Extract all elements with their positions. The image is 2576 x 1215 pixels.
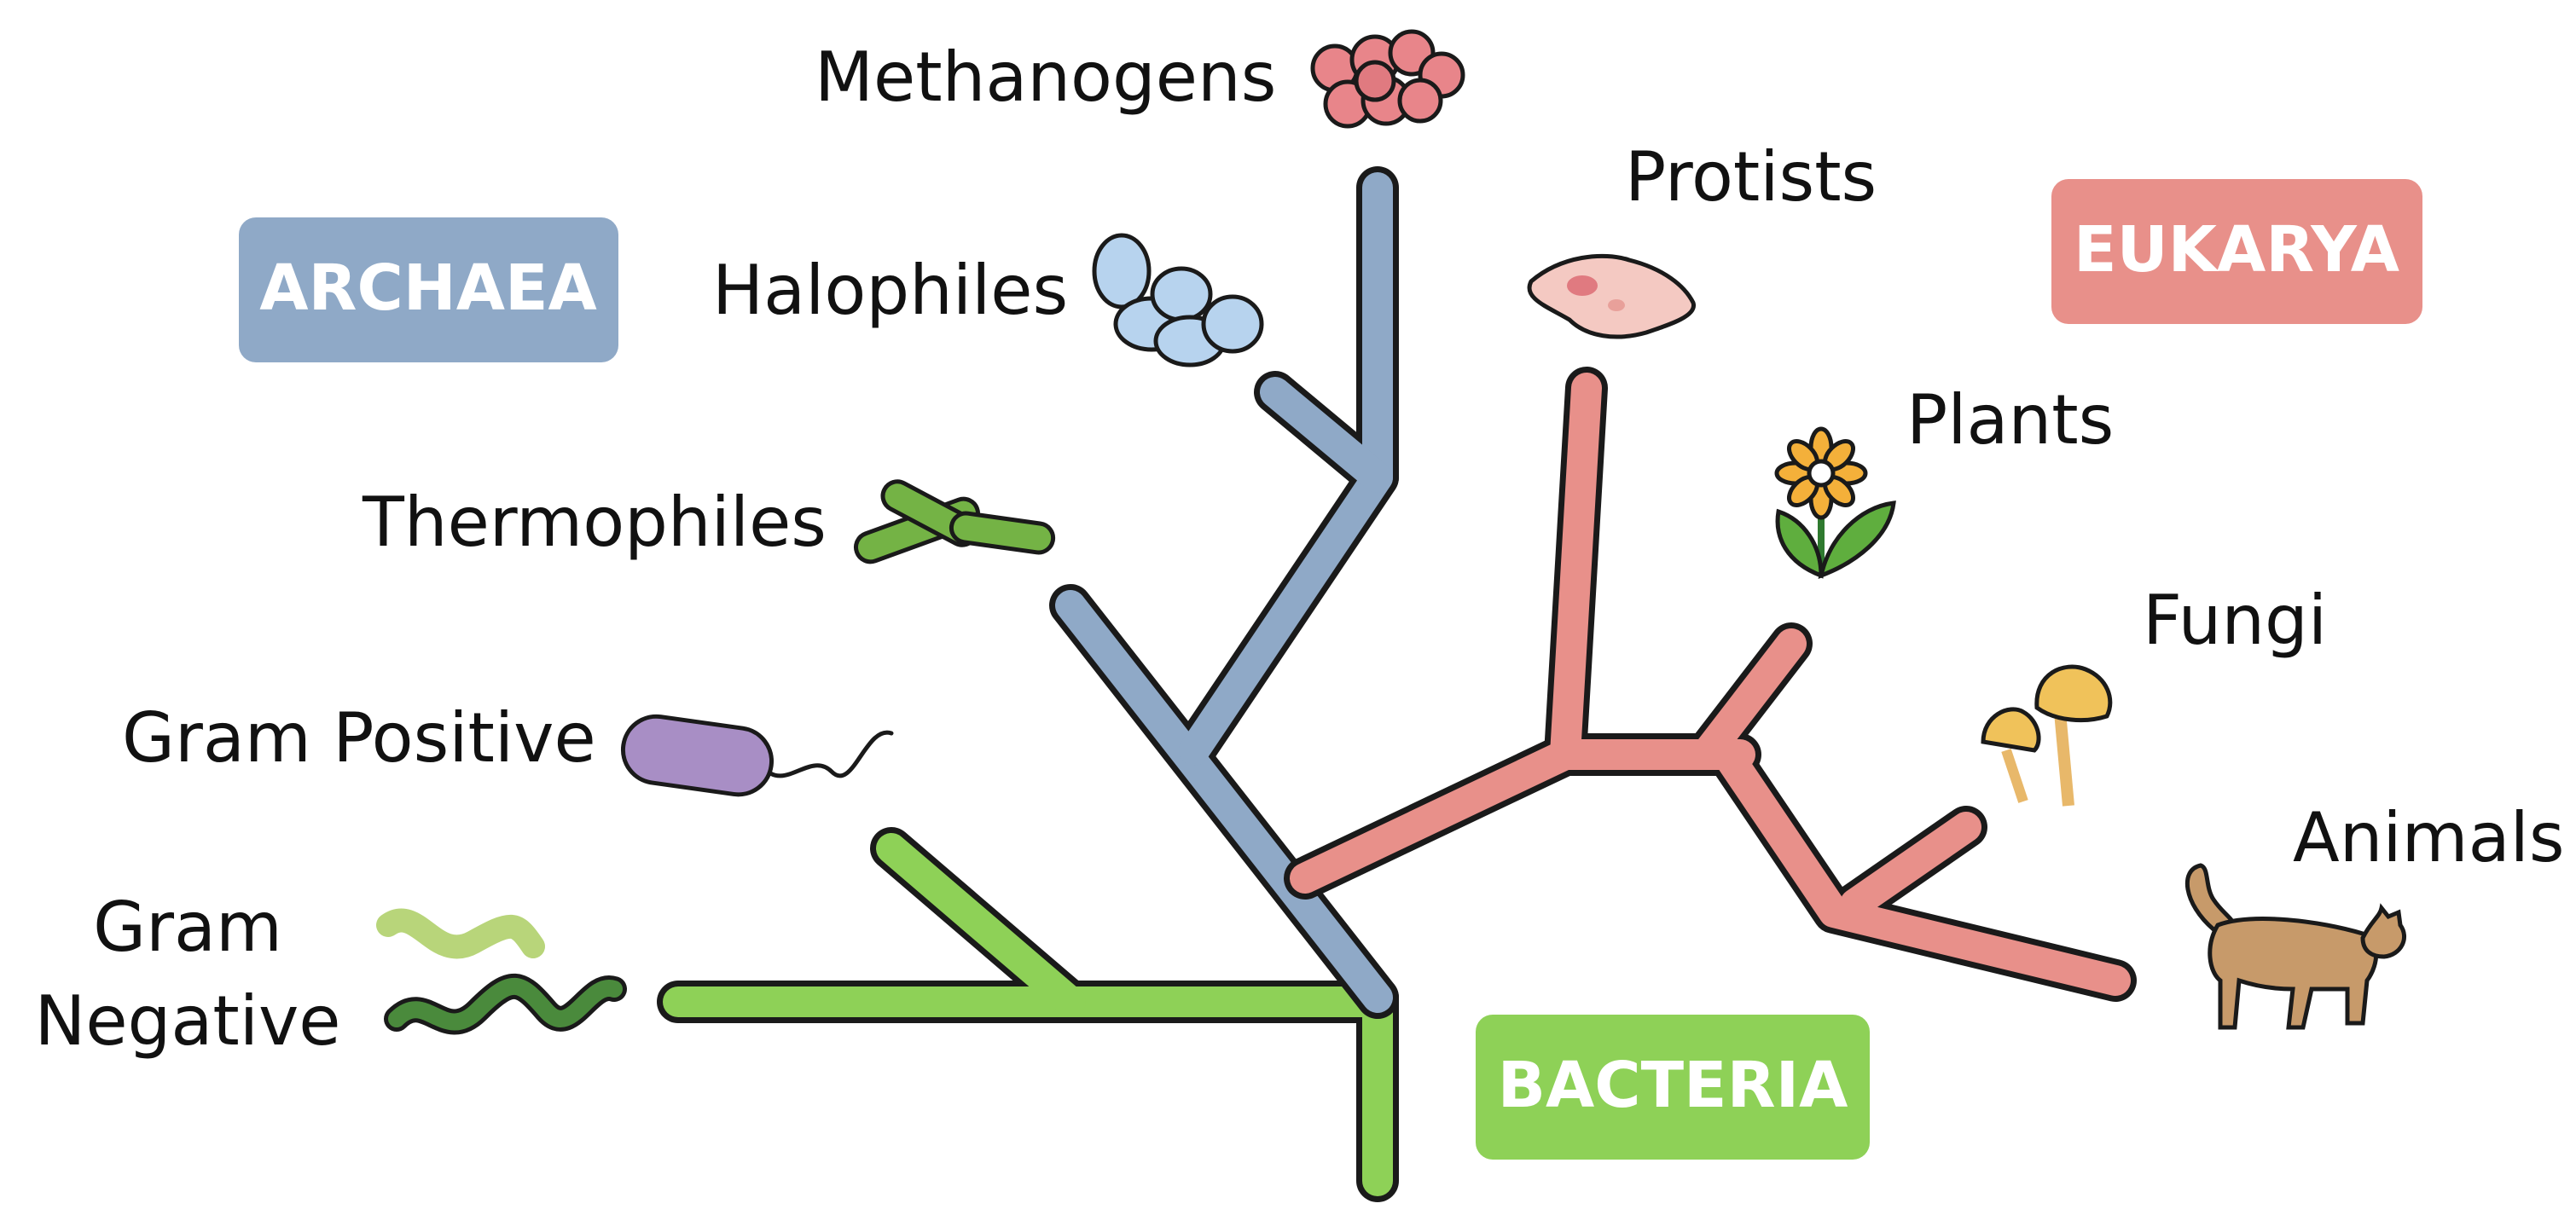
flower-icon bbox=[1774, 426, 1896, 579]
bacteria-badge: BACTERIA bbox=[1476, 1015, 1870, 1160]
rod-bacteria-icon bbox=[853, 479, 1056, 564]
animals-label: Animals bbox=[2293, 798, 2565, 877]
oval-cells-icon bbox=[1092, 233, 1264, 367]
mushroom-icon bbox=[1981, 664, 2113, 807]
eukarya-branch bbox=[1284, 367, 2137, 1002]
eukarya-badge-label: EUKARYA bbox=[2074, 213, 2399, 286]
gram-positive-label: Gram Positive bbox=[122, 698, 596, 778]
gram-negative-label-line2: Negative bbox=[34, 981, 340, 1061]
spiral-bacteria-icon bbox=[376, 908, 627, 1035]
flagellated-bacterium-icon bbox=[620, 714, 894, 797]
archaea-branch bbox=[1049, 166, 1399, 1019]
fungi-label: Fungi bbox=[2143, 581, 2327, 660]
thermophiles-label: Thermophiles bbox=[362, 483, 827, 562]
eukarya-badge: EUKARYA bbox=[2051, 179, 2422, 324]
methanogens-label: Methanogens bbox=[815, 38, 1276, 117]
tree-branches bbox=[657, 166, 2137, 1202]
group-labels: Methanogens Halophiles Thermophiles Gram… bbox=[34, 38, 2564, 1061]
archaea-badge-label: ARCHAEA bbox=[259, 252, 597, 325]
cell-cluster-icon bbox=[1310, 29, 1465, 129]
plants-label: Plants bbox=[1906, 380, 2114, 460]
halophiles-label: Halophiles bbox=[712, 251, 1068, 330]
cat-icon bbox=[2185, 863, 2406, 1030]
gram-negative-label-line1: Gram bbox=[93, 888, 282, 967]
bacteria-badge-label: BACTERIA bbox=[1498, 1049, 1848, 1122]
bacteria-branch bbox=[657, 827, 1399, 1202]
archaea-badge: ARCHAEA bbox=[239, 217, 618, 362]
amoeba-icon bbox=[1527, 253, 1696, 339]
protists-label: Protists bbox=[1625, 137, 1877, 217]
